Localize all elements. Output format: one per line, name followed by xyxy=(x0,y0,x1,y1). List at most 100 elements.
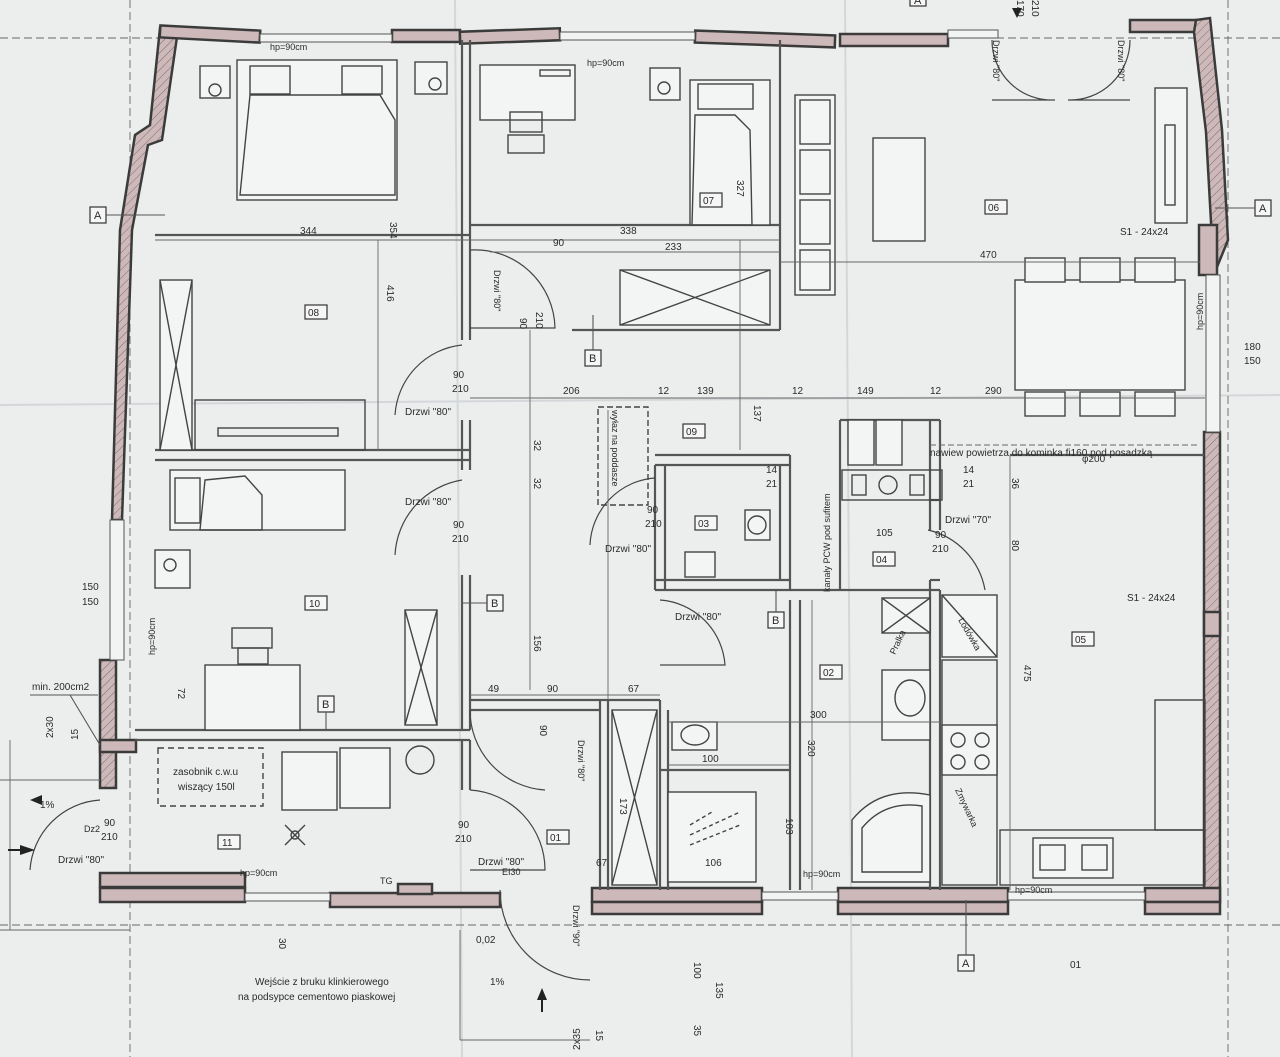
furniture xyxy=(154,59,1206,886)
heat-pump xyxy=(339,747,391,809)
dimension-value: 210 xyxy=(1029,0,1040,17)
section-markers: A B B B B A A A xyxy=(89,0,1272,972)
dimension-value: 32 xyxy=(531,440,542,452)
sill-height-label: hp=90cm xyxy=(1015,885,1052,895)
dimension-value: 90 xyxy=(553,238,565,249)
room-01-label: 01 xyxy=(550,833,562,844)
dimension-value: 149 xyxy=(857,386,874,397)
dimension-value: 90 xyxy=(517,318,528,330)
dimension-value: 67 xyxy=(628,684,640,695)
dimension-value: 100 xyxy=(702,754,719,765)
dimension-value: 180 xyxy=(1244,342,1261,353)
dimension-value: 416 xyxy=(384,285,395,302)
sink xyxy=(684,551,716,578)
dimension-value: 206 xyxy=(563,386,580,397)
door-label: Drzwi "80" xyxy=(991,40,1001,81)
dimension-value: 135 xyxy=(713,982,724,999)
entrance-note: na podsypce cementowo piaskowej xyxy=(238,992,395,1003)
door-label: Drzwi "80" xyxy=(492,270,502,311)
dimension-value: 80 xyxy=(1009,540,1020,552)
dimension-value: 30 xyxy=(276,938,287,950)
nightstand xyxy=(154,549,191,589)
dimension-value: 150 xyxy=(82,582,99,593)
room-09-label: 09 xyxy=(686,427,698,438)
door-label: Drzwi "80" xyxy=(675,612,721,623)
boiler-label: zasobnik c.w.u xyxy=(173,767,238,778)
pcw-duct-note: kanały PCW pod sufitem xyxy=(822,493,832,592)
desk xyxy=(204,664,301,731)
dimension-value: 2x35 xyxy=(572,1028,583,1050)
dimension-value: 150 xyxy=(82,597,99,608)
door-labels: Drzwi "80" Drzwi "80" Drzwi "80" Drzwi "… xyxy=(58,40,1126,946)
paper-fold xyxy=(0,394,1280,406)
section-mark-a: A xyxy=(962,958,970,970)
dimension-value: 15 xyxy=(593,1030,604,1042)
vent-min-label: min. 200cm2 xyxy=(32,682,90,693)
dimension-value: 210 xyxy=(452,534,469,545)
door-label: Drzwi "80" xyxy=(1116,40,1126,81)
door-label: Drzwi "80" xyxy=(576,740,586,781)
dimension-value: 210 xyxy=(101,832,118,843)
tv-cabinet xyxy=(1154,87,1188,224)
vent-note: nawiew powietrza do kominka fi160 pod po… xyxy=(930,448,1153,459)
sill-height-label: hp=90cm xyxy=(1195,293,1205,330)
slope-label: 1% xyxy=(40,800,55,811)
dimension-value: 90 xyxy=(547,684,559,695)
washbasin-unit xyxy=(881,669,931,741)
door-label: Drzwi "80" xyxy=(405,407,451,418)
double-bed xyxy=(236,59,398,201)
cooktop xyxy=(941,724,998,776)
axis-label: 01 xyxy=(1070,960,1082,971)
chimney-label: S1 - 24x24 xyxy=(1120,227,1169,238)
dimension-value: 106 xyxy=(705,858,722,869)
chimney-label: S1 - 24x24 xyxy=(1127,593,1176,604)
dimension-value: 105 xyxy=(876,528,893,539)
dimension-value: 290 xyxy=(985,386,1002,397)
boiler xyxy=(281,751,338,811)
section-mark-b: B xyxy=(491,598,498,610)
dimension-value: 14 xyxy=(766,465,778,476)
fire-rating: EI30 xyxy=(502,867,521,877)
dimension-value: 15 xyxy=(70,728,81,740)
dimension-value: 210 xyxy=(932,544,949,555)
dimension-value: 137 xyxy=(751,405,762,422)
dimension-value: φ200 xyxy=(1082,454,1106,465)
toilet xyxy=(671,721,718,751)
arrows xyxy=(8,8,1022,1012)
dimension-value: 12 xyxy=(658,386,670,397)
dimension-value: 156 xyxy=(531,635,542,652)
room-labels: 07 06 08 09 03 04 10 02 05 01 11 xyxy=(217,192,1095,850)
dimension-value: 35 xyxy=(691,1025,702,1037)
dimension-value: 2x30 xyxy=(45,716,56,738)
sill-height-label: hp=90cm xyxy=(270,42,307,52)
corner-bath xyxy=(851,792,931,883)
dimension-value: 233 xyxy=(665,242,682,253)
door-label: Drzwi "70" xyxy=(945,515,991,526)
room-05-label: 05 xyxy=(1075,635,1087,646)
kitchen-sink xyxy=(1032,837,1114,879)
section-mark-a: A xyxy=(94,210,102,222)
sill-height-label: hp=90cm xyxy=(803,869,840,879)
dimension-value: 354 xyxy=(387,222,398,239)
door-label: Drzwi "80" xyxy=(605,544,651,555)
single-bed xyxy=(169,469,346,531)
dimension-value: 72 xyxy=(175,688,186,700)
dimension-value: 36 xyxy=(1009,478,1020,490)
dimension-value: 90 xyxy=(104,818,116,829)
room-03-label: 03 xyxy=(698,519,710,530)
dimension-lines xyxy=(0,239,1205,1041)
door-label: Drzwi "80" xyxy=(58,855,104,866)
step-height: 0,02 xyxy=(476,935,496,946)
dimension-value: 300 xyxy=(810,710,827,721)
dimension-value: 100 xyxy=(691,962,702,979)
dimension-value: 103 xyxy=(783,818,794,835)
room-06-label: 06 xyxy=(988,203,1000,214)
dimension-value: 12 xyxy=(792,386,804,397)
room-10-label: 10 xyxy=(309,599,321,610)
coffee-table xyxy=(872,137,926,242)
sill-height-label: hp=90cm xyxy=(587,58,624,68)
dimension-value: 67 xyxy=(596,858,608,869)
sill-height-label: hp=90cm xyxy=(240,868,277,878)
boiler-label: wiszący 150l xyxy=(177,782,235,793)
